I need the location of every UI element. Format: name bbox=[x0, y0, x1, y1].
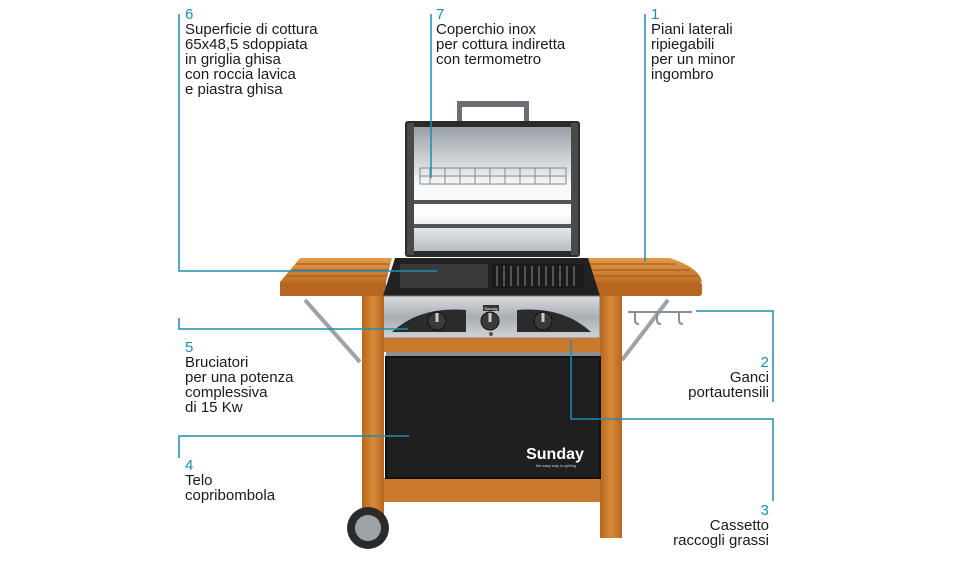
lid-handle bbox=[457, 101, 529, 107]
side-table-brackets bbox=[303, 298, 670, 364]
cooking-surface bbox=[383, 258, 600, 296]
callout-number: 4 bbox=[185, 457, 194, 474]
callout-tank-cover: 4 Telo copribombola bbox=[185, 458, 275, 503]
panel-logo: Sunday bbox=[484, 306, 498, 311]
leader-lines bbox=[178, 14, 774, 501]
lid-interior bbox=[414, 127, 571, 251]
tool-hooks bbox=[628, 311, 692, 325]
callout-number: 2 bbox=[760, 354, 769, 371]
callout-text: Ganci portautensili bbox=[688, 369, 769, 401]
lid bbox=[405, 101, 580, 257]
knob[interactable] bbox=[427, 311, 447, 331]
callout-number: 3 bbox=[760, 502, 769, 519]
callout-grease-tray: 3 Cassetto raccogli grassi bbox=[673, 503, 769, 548]
callout-cooking-surface: 6 Superficie di cottura 65x48,5 sdoppiat… bbox=[185, 7, 318, 97]
grease-tray[interactable] bbox=[386, 352, 600, 357]
callout-text: Telo copribombola bbox=[185, 472, 276, 504]
tank-cover: Sunday the easy way to grilling bbox=[385, 356, 601, 479]
callout-number: 6 bbox=[185, 6, 194, 23]
callout-text: Superficie di cottura 65x48,5 sdoppiata … bbox=[185, 21, 318, 98]
callout-text: Bruciatori per una potenza complessiva d… bbox=[185, 354, 294, 416]
callout-burners: 5 Bruciatori per una potenza complessiva… bbox=[185, 340, 293, 415]
callout-number: 5 bbox=[185, 339, 194, 356]
cart-frame bbox=[362, 296, 622, 538]
cast-iron-plate bbox=[400, 264, 488, 288]
left-side-table bbox=[280, 258, 392, 296]
control-panel: Sunday bbox=[382, 295, 601, 339]
brand-logo: Sunday bbox=[526, 446, 584, 463]
knob[interactable] bbox=[480, 311, 500, 331]
callout-lid: 7 Coperchio inox per cottura indiretta c… bbox=[436, 7, 565, 67]
callout-number: 7 bbox=[436, 6, 445, 23]
callout-side-tables: 1 Piani laterali ripiegabili per un mino… bbox=[651, 7, 735, 82]
warming-rack bbox=[419, 167, 567, 185]
callout-hooks: 2 Ganci portautensili bbox=[688, 355, 769, 400]
wheel bbox=[347, 507, 389, 549]
callout-text: Coperchio inox per cottura indiretta con… bbox=[436, 21, 566, 68]
knob[interactable] bbox=[533, 311, 553, 331]
callout-text: Piani laterali ripiegabili per un minor … bbox=[651, 21, 736, 83]
right-side-table bbox=[585, 258, 702, 325]
callout-text: Cassetto raccogli grassi bbox=[673, 517, 769, 549]
igniter-button[interactable] bbox=[489, 332, 493, 336]
callout-number: 1 bbox=[651, 6, 660, 23]
brand-tagline: the easy way to grilling bbox=[536, 463, 576, 468]
